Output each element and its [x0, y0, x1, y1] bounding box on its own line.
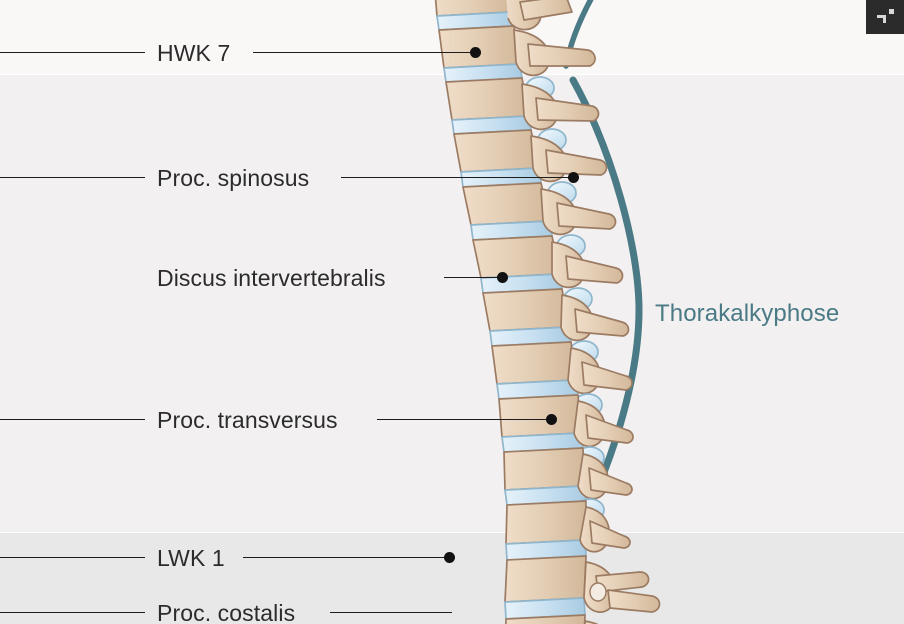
leader-dot-lwk1 — [444, 552, 455, 563]
leader-line-left-hwk7 — [0, 52, 145, 54]
label-row-transversus: Proc. transversus — [0, 405, 904, 435]
vertebra-t6 — [491, 341, 633, 417]
leader-dot-transversus — [546, 414, 557, 425]
leader-dot-discus — [497, 272, 508, 283]
label-row-lwk1: LWK 1 — [0, 543, 904, 573]
vertebra-t5 — [482, 288, 630, 364]
label-costalis: Proc. costalis — [157, 600, 296, 624]
leader-line-left-lwk1 — [0, 557, 145, 559]
thoracic-band — [0, 75, 904, 533]
vertebra-t1 — [445, 77, 600, 152]
vertebra-t4 — [472, 235, 624, 311]
leader-dot-spinosus — [568, 172, 579, 183]
leader-line-left-transversus — [0, 419, 145, 421]
caption-thorakalkyphose: Thorakalkyphose — [655, 300, 840, 327]
leader-line-right-hwk7 — [253, 52, 476, 54]
label-row-hwk7: HWK 7 — [0, 38, 904, 68]
vertebra-c6 — [434, 0, 573, 31]
vertebra-l1 — [504, 555, 661, 620]
label-row-spinosus: Proc. spinosus — [0, 163, 904, 193]
leader-line-right-discus — [444, 277, 502, 279]
vertebra-t8 — [503, 447, 633, 522]
leader-line-right-lwk1 — [243, 557, 449, 559]
label-lwk1: LWK 1 — [157, 545, 225, 571]
leader-line-right-transversus — [377, 419, 553, 421]
leader-dot-hwk7 — [470, 47, 481, 58]
expand-button[interactable] — [866, 0, 904, 34]
lumbar-band — [0, 533, 904, 624]
expand-arrow-icon — [877, 9, 894, 23]
label-row-discus: Discus intervertebralis — [0, 263, 904, 293]
leader-line-right-spinosus — [341, 177, 574, 179]
vertebral-column — [434, 0, 661, 624]
leader-line-left-spinosus — [0, 177, 145, 179]
vertebra-c7 — [438, 25, 596, 100]
label-transversus: Proc. transversus — [157, 407, 338, 433]
band-separator-lower — [0, 532, 904, 533]
leader-line-left-costalis — [0, 612, 145, 614]
vertebra-l2 — [504, 614, 598, 624]
label-hwk7: HWK 7 — [157, 40, 231, 66]
label-discus: Discus intervertebralis — [157, 265, 386, 291]
leader-line-right-costalis — [330, 612, 452, 614]
label-row-costalis: Proc. costalis — [0, 598, 904, 624]
label-spinosus: Proc. spinosus — [157, 165, 310, 191]
